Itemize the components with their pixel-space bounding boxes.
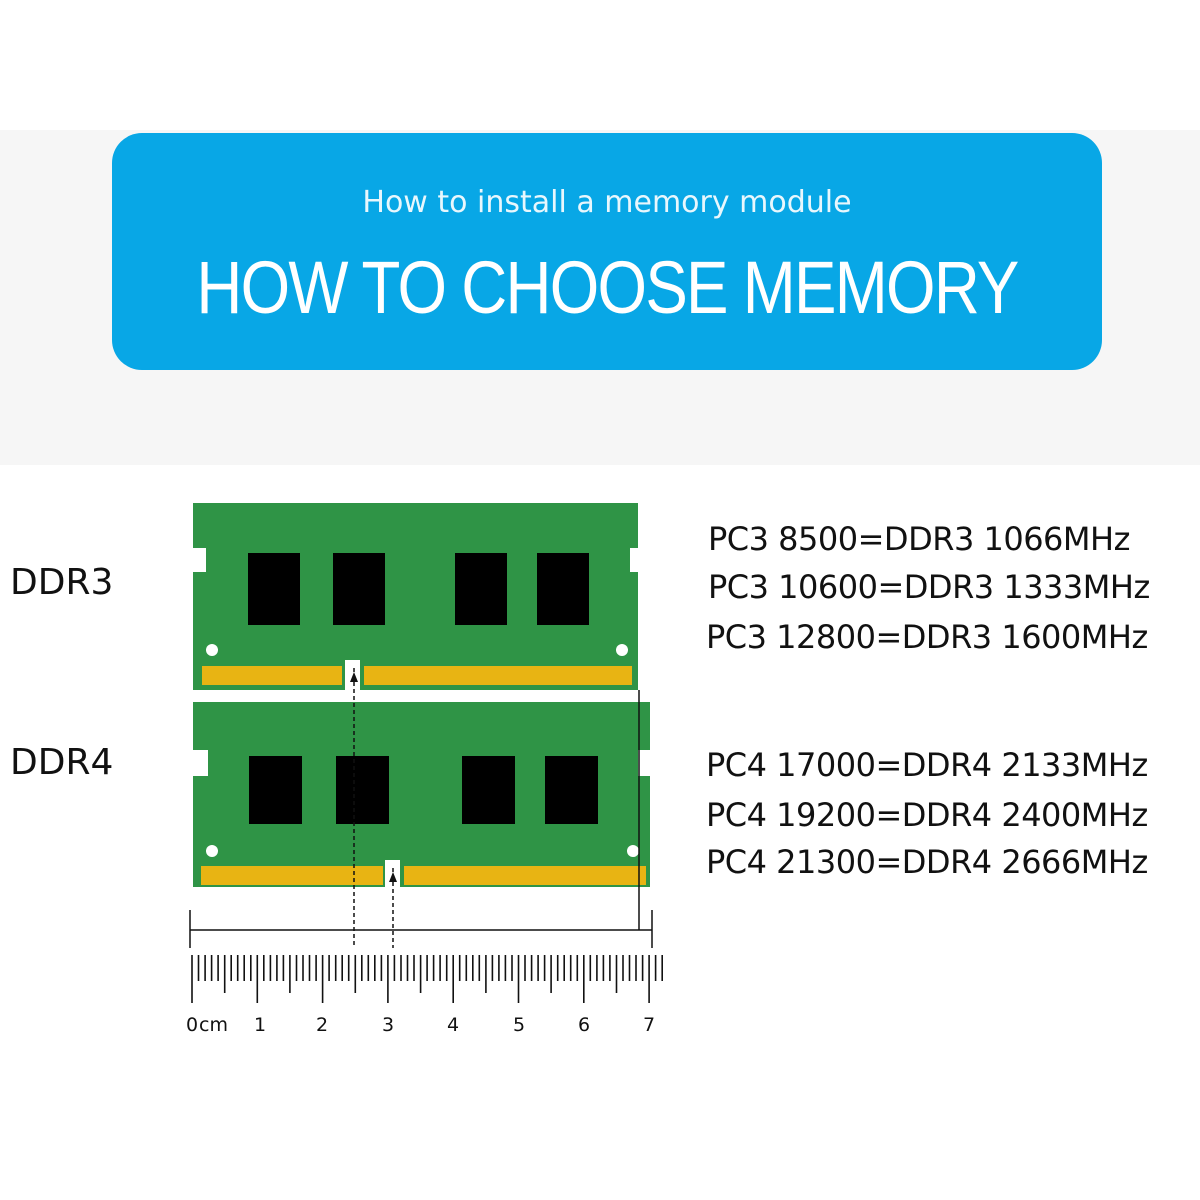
ddr3-module [193, 503, 638, 690]
ruler-label-4: 4 [447, 1014, 459, 1036]
ddr3-chip-3 [455, 553, 507, 625]
ddr3-label: DDR3 [10, 562, 114, 603]
ddr4-spec-3: PC4 21300=DDR4 2666MHz [706, 843, 1148, 881]
ddr3-contacts-right [364, 666, 632, 685]
ddr4-label: DDR4 [10, 742, 114, 783]
title-banner: How to install a memory module HOW TO CH… [112, 133, 1102, 370]
ddr4-spec-2: PC4 19200=DDR4 2400MHz [706, 796, 1148, 834]
ddr4-chip-1 [249, 756, 302, 824]
ddr3-mount-hole-left [206, 644, 218, 656]
ddr3-chip-2 [333, 553, 385, 625]
ddr4-chip-2 [336, 756, 389, 824]
measurement-guides [189, 668, 653, 948]
ddr3-spec-3: PC3 12800=DDR3 1600MHz [706, 618, 1148, 656]
ruler-labels: 0 cm 1 2 3 4 5 6 7 [186, 1014, 655, 1036]
ruler-label-2: 2 [316, 1014, 328, 1036]
ddr4-pcb [193, 702, 650, 887]
ddr3-chip-1 [248, 553, 300, 625]
ddr3-mount-hole-right [616, 644, 628, 656]
ruler-label-3: 3 [382, 1014, 394, 1036]
ruler-unit: cm [199, 1014, 228, 1036]
ddr4-mount-hole-right [627, 845, 639, 857]
ruler-label-0: 0 [186, 1014, 198, 1036]
banner-subtitle: How to install a memory module [362, 185, 852, 220]
ruler-label-5: 5 [513, 1014, 525, 1036]
ddr3-spec-2: PC3 10600=DDR3 1333MHz [708, 568, 1150, 606]
ddr4-contacts-right [404, 866, 646, 885]
ruler-label-1: 1 [254, 1014, 266, 1036]
ddr4-spec-1: PC4 17000=DDR4 2133MHz [706, 746, 1148, 784]
ddr4-contacts-left [201, 866, 383, 885]
ruler: 0 cm 1 2 3 4 5 6 7 [186, 952, 664, 1036]
ruler-ticks [191, 955, 664, 1003]
ddr3-contacts-left [202, 666, 342, 685]
ddr3-chip-4 [537, 553, 589, 625]
ddr3-pcb [193, 503, 638, 690]
banner-title: HOW TO CHOOSE MEMORY [196, 246, 1019, 329]
ruler-label-6: 6 [578, 1014, 590, 1036]
ddr4-chip-4 [545, 756, 598, 824]
ddr3-spec-1: PC3 8500=DDR3 1066MHz [708, 520, 1130, 558]
ddr3-notch [345, 660, 360, 690]
ddr4-chip-3 [462, 756, 515, 824]
ddr4-mount-hole-left [206, 845, 218, 857]
ddr4-module [193, 702, 650, 890]
ruler-label-7: 7 [643, 1014, 655, 1036]
